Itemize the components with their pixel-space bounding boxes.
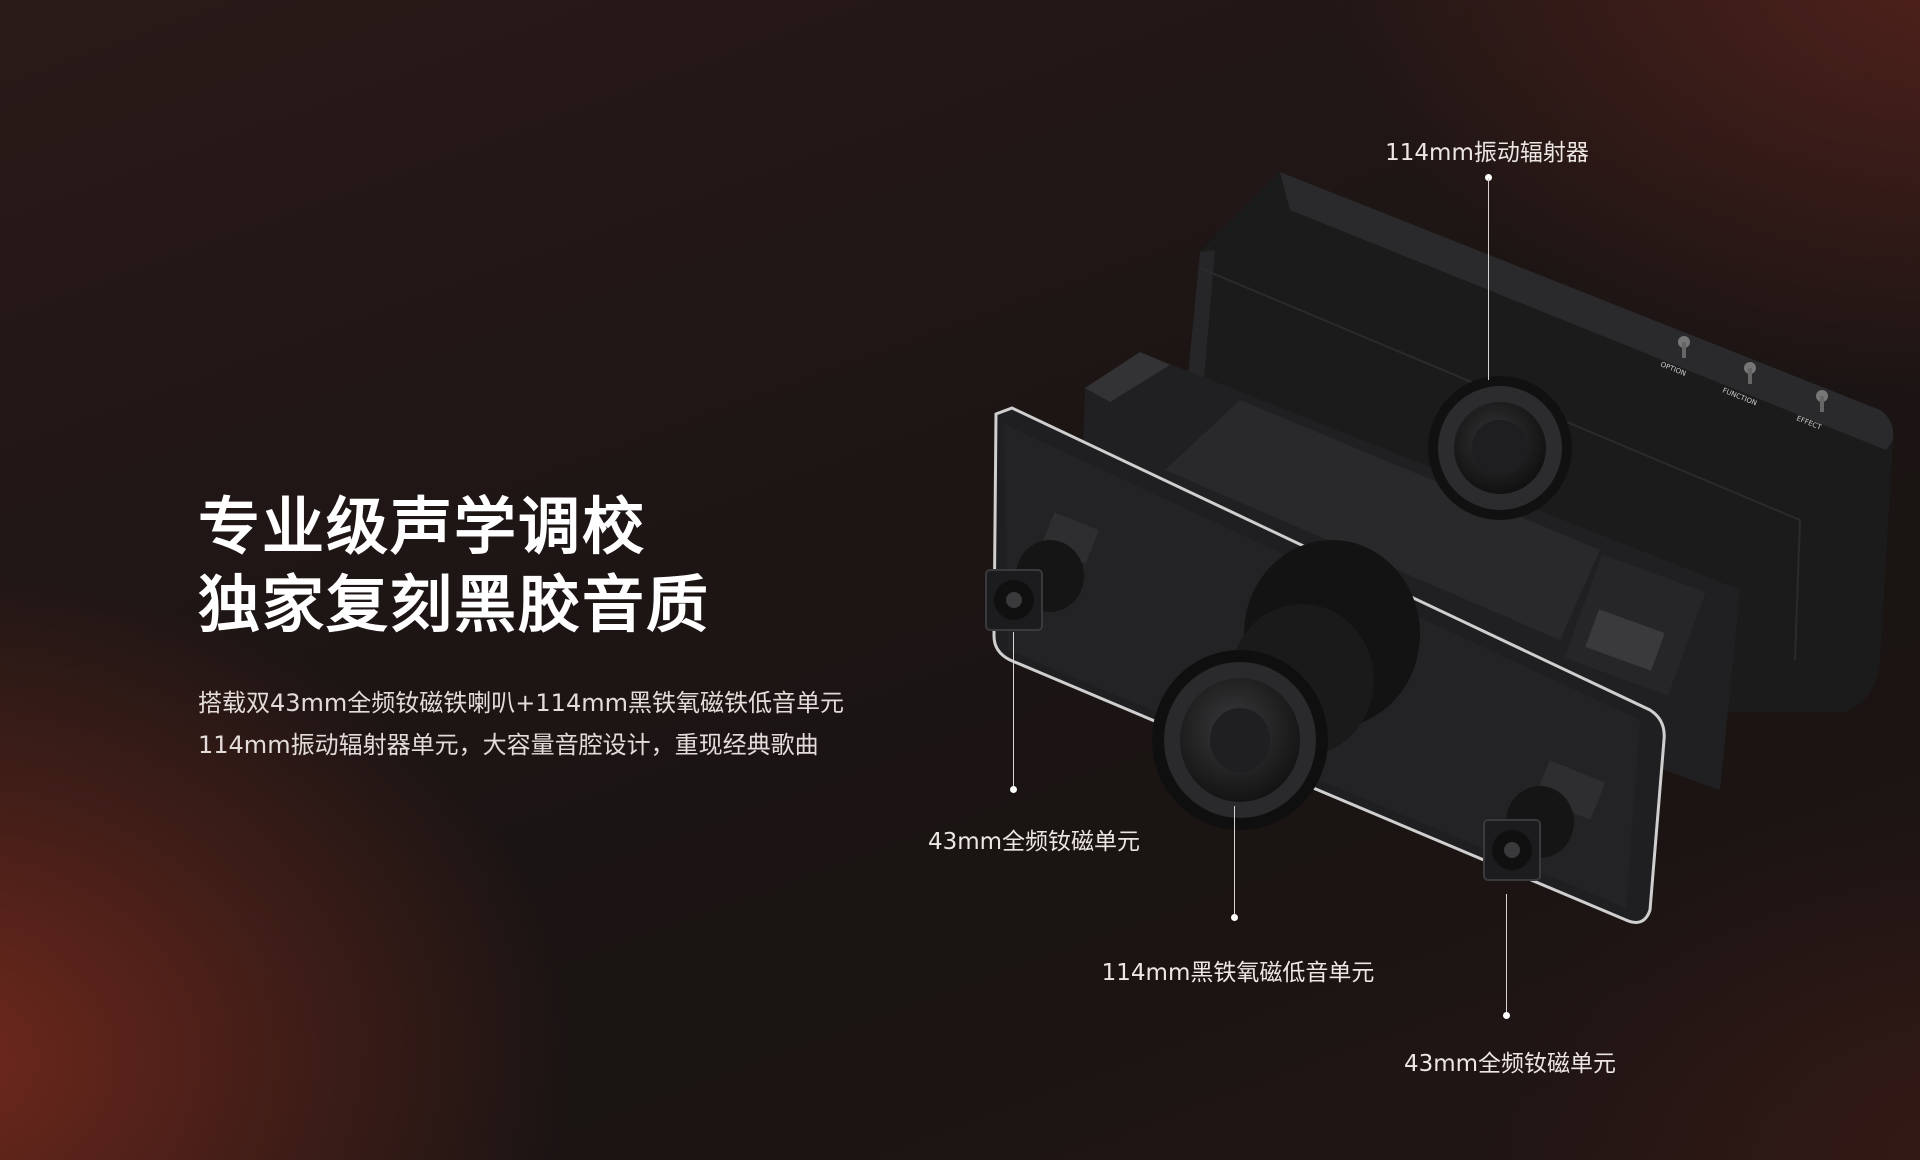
callout-dot-right-tweeter bbox=[1503, 1012, 1510, 1019]
callout-line-left-tweeter bbox=[1013, 632, 1014, 788]
headline-line-2: 独家复刻黑胶音质 bbox=[198, 568, 711, 641]
headline-line-1: 专业级声学调校 bbox=[198, 490, 647, 563]
callout-line-woofer bbox=[1234, 806, 1235, 916]
callout-line-radiator bbox=[1488, 178, 1489, 380]
woofer-unit bbox=[1152, 540, 1420, 830]
callout-label-left-tweeter: 43mm全频钕磁单元 bbox=[927, 829, 1141, 855]
description-line-2: 114mm振动辐射器单元，大容量音腔设计，重现经典歌曲 bbox=[198, 731, 819, 759]
right-tweeter-unit bbox=[1483, 786, 1574, 881]
callout-dot-radiator bbox=[1485, 174, 1492, 181]
callout-label-woofer: 114mm黑铁氧磁低音单元 bbox=[1101, 960, 1375, 986]
callout-line-right-tweeter bbox=[1506, 894, 1507, 1014]
passive-radiator bbox=[1428, 376, 1572, 520]
description-line-1: 搭载双43mm全频钕磁铁喇叭+114mm黑铁氧磁铁低音单元 bbox=[198, 689, 844, 717]
callout-dot-woofer bbox=[1231, 914, 1238, 921]
left-tweeter-unit bbox=[985, 540, 1084, 631]
callout-label-radiator: 114mm振动辐射器 bbox=[1385, 140, 1589, 166]
callout-dot-left-tweeter bbox=[1010, 786, 1017, 793]
callout-label-right-tweeter: 43mm全频钕磁单元 bbox=[1403, 1051, 1617, 1077]
description: 搭载双43mm全频钕磁铁喇叭+114mm黑铁氧磁铁低音单元 114mm振动辐射器… bbox=[198, 682, 844, 766]
headline: 专业级声学调校 独家复刻黑胶音质 bbox=[198, 488, 710, 644]
